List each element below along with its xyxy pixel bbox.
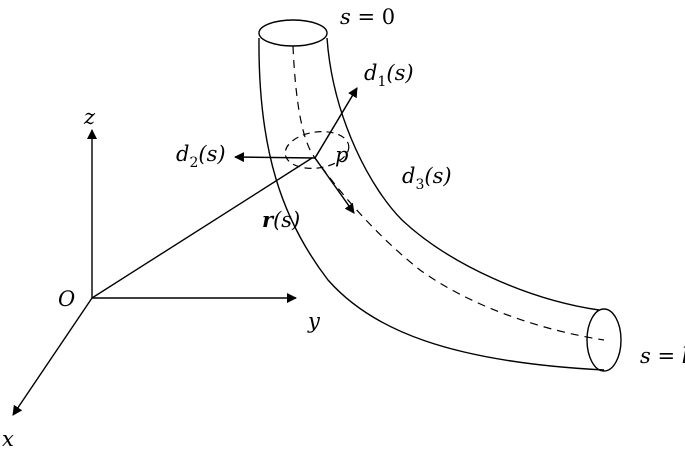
tube-outer-edge — [258, 37, 605, 371]
d3-arrow — [314, 157, 355, 214]
x-axis — [12, 297, 93, 416]
label-d1: d1(s) — [364, 61, 414, 90]
tube — [258, 19, 622, 372]
d1-arrow — [314, 87, 358, 159]
label-d3: d3(s) — [402, 164, 452, 193]
label-y-axis: y — [307, 309, 321, 333]
tube-centerline — [292, 45, 605, 341]
d2-arrow — [234, 152, 316, 163]
label-d2: d2(s) — [176, 142, 226, 171]
label-s-start: s = 0 — [340, 5, 395, 29]
label-x-axis: x — [2, 427, 14, 451]
label-z-axis: z — [83, 105, 96, 129]
directors — [234, 87, 358, 214]
tube-inner-edge — [326, 37, 600, 311]
label-s-end: s = l — [640, 344, 685, 368]
label-origin: O — [58, 287, 75, 311]
tube-end-cap — [586, 308, 622, 372]
position-vector — [91, 157, 313, 299]
axes — [12, 129, 297, 416]
label-r: r(s) — [262, 207, 300, 232]
cross-section — [284, 131, 350, 169]
label-p: p — [335, 143, 348, 167]
tube-start-cap — [258, 19, 328, 47]
